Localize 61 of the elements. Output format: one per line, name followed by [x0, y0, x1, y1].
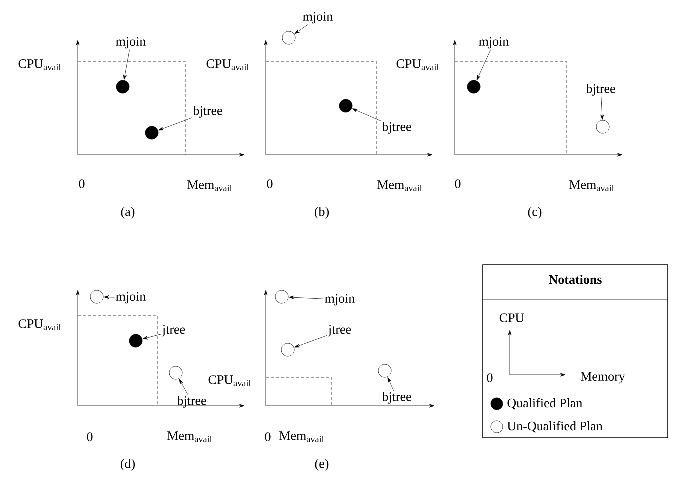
plan-dot [116, 80, 130, 94]
axis-label: CPU$_{avail}$ [396, 60, 440, 70]
plan-circle [281, 343, 295, 357]
plan-label: mjoin [116, 292, 146, 304]
plan-label: jtree [162, 325, 186, 337]
arrow [289, 296, 324, 300]
plan-circle [275, 290, 289, 304]
plan-label: jtree [328, 325, 352, 337]
axis-label: (d) [121, 459, 136, 471]
axis-label: 0 [265, 432, 271, 442]
legend-label: Un-Qualified Plan [507, 421, 603, 433]
axis-label: Memory [581, 372, 626, 384]
axis-label: (c) [528, 207, 542, 219]
plan-label: bjtree [586, 84, 616, 96]
arrow [142, 334, 162, 340]
plan-circle [282, 31, 296, 45]
axis-label: Mem$_{avail}$ [280, 432, 324, 442]
plan-label: bjtree [177, 396, 206, 408]
plan-label: mjoin [325, 294, 355, 306]
plan-circle [596, 120, 610, 134]
plan-dot [129, 334, 143, 348]
axis-label: (b) [315, 207, 330, 219]
axis-label: 0 [487, 374, 493, 382]
axis-label: CPU$_{avail}$ [208, 376, 252, 386]
arrow [294, 335, 328, 348]
plan-circle [378, 364, 392, 378]
plan-label: bjtree [382, 392, 412, 404]
axis-label: Mem$_{avail}$ [570, 180, 614, 192]
plan-label: mjoin [116, 37, 146, 49]
plan-label: mjoin [479, 37, 509, 49]
plan-circle [169, 366, 183, 380]
axis-label: (a) [121, 207, 135, 219]
arrow [123, 50, 130, 80]
plan-dot [145, 126, 159, 140]
plan-label: mjoin [303, 12, 333, 24]
arrow [476, 50, 492, 81]
arrow [104, 296, 115, 300]
arrow [352, 108, 382, 122]
axis-label: 0 [87, 432, 93, 442]
plan-label: bjtree [193, 106, 222, 118]
plan-circle [90, 290, 104, 304]
legend-label: Qualified Plan [508, 398, 582, 410]
axis-label: 0 [267, 180, 273, 188]
axis-label: CPU$_{avail}$ [18, 60, 62, 70]
axis-label: 0 [455, 180, 461, 188]
arrow [179, 379, 188, 396]
plan-dot [339, 99, 353, 113]
arrow [158, 118, 192, 131]
plan-dot [467, 80, 481, 94]
axis-label: (e) [315, 459, 329, 471]
axis-label: CPU$_{avail}$ [206, 60, 250, 70]
arrow [600, 96, 604, 120]
axis-label: 0 [79, 180, 85, 188]
axis-label: Mem$_{avail}$ [188, 180, 232, 192]
axis-label: Mem$_{avail}$ [168, 432, 212, 442]
arrow [294, 24, 308, 34]
axis-label: Mem$_{avail}$ [378, 180, 422, 192]
plan-label: bjtree [382, 122, 412, 134]
axis-label: CPU [500, 314, 524, 322]
arrow [388, 378, 394, 392]
axis-label: CPU$_{avail}$ [18, 320, 62, 330]
